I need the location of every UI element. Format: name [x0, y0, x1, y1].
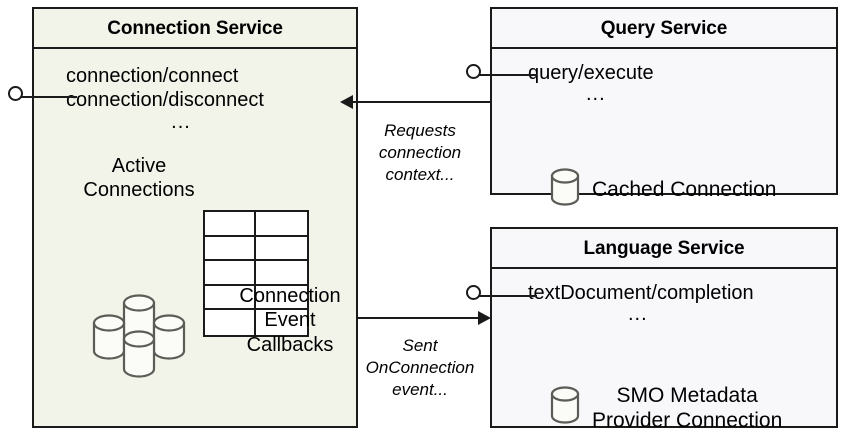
- connector-line: [356, 317, 480, 319]
- table-cell: [205, 285, 256, 311]
- lollipop-stick: [19, 96, 77, 98]
- language-service-endpoints: textDocument/completion ...: [492, 281, 836, 326]
- table-cell: [205, 310, 256, 335]
- query-service-title: Query Service: [492, 9, 836, 49]
- smo-label-line2: Provider Connection: [592, 408, 783, 432]
- note-line-2: connection: [378, 142, 462, 162]
- component-connection-service[interactable]: Connection Service connection/connect co…: [32, 7, 358, 428]
- language-service-title: Language Service: [492, 229, 836, 269]
- lollipop-ball: [8, 86, 23, 101]
- table-cell: [256, 212, 307, 237]
- lollipop-ball: [466, 285, 481, 300]
- query-service-body: query/execute ... Cached Connection: [492, 49, 836, 206]
- endpoint-textdocument-completion[interactable]: textDocument/completion: [528, 282, 754, 304]
- connection-service-endpoints-ellipsis: ...: [171, 111, 191, 133]
- database-cylinder-icon: [550, 167, 580, 214]
- arrowhead-left-icon: [340, 95, 353, 109]
- lollipop-stick: [477, 295, 537, 297]
- endpoint-connection-disconnect[interactable]: connection/disconnect: [66, 89, 264, 111]
- note-line-3: context...: [385, 164, 455, 184]
- connector-note-requests-connection-context: Requests connection context...: [357, 120, 483, 185]
- connection-service-endpoints: connection/connect connection/disconnect…: [34, 64, 356, 134]
- query-service-endpoints-ellipsis: ...: [586, 83, 606, 105]
- smo-metadata-provider-label: SMO Metadata Provider Connection: [592, 384, 782, 434]
- table-cell: [256, 285, 307, 311]
- table-grid-icon: [203, 210, 309, 337]
- table-cell: [256, 261, 307, 286]
- lollipop-ball: [466, 64, 481, 79]
- callbacks-label-line2: Event: [264, 309, 316, 332]
- active-connections-label-line1: Active: [111, 155, 167, 177]
- table-cell: [205, 236, 256, 262]
- lollipop-stick: [477, 74, 537, 76]
- endpoint-connection-connect[interactable]: connection/connect: [66, 65, 239, 87]
- callbacks-label-line1: Connection: [239, 285, 341, 307]
- language-service-body: textDocument/completion ... SMO Metadata…: [492, 269, 836, 432]
- connection-service-body: connection/connect connection/disconnect…: [34, 49, 356, 426]
- component-query-service[interactable]: Query Service query/execute ... Cached C…: [490, 7, 838, 206]
- table-cell: [256, 236, 307, 262]
- active-connections-label-line2: Connections: [83, 179, 195, 202]
- connection-event-callbacks-label: Connection Event Callbacks: [210, 284, 370, 357]
- note-line-2: OnConnection: [365, 357, 475, 377]
- query-service-endpoints: query/execute ...: [492, 61, 836, 106]
- connector-note-sent-onconnection-event: Sent OnConnection event...: [357, 335, 483, 400]
- smo-label-line1: SMO Metadata: [616, 384, 758, 407]
- note-line-1: Requests: [384, 121, 456, 140]
- connector-line: [350, 101, 492, 103]
- connection-service-title: Connection Service: [34, 9, 356, 49]
- endpoint-query-execute[interactable]: query/execute: [528, 62, 654, 84]
- language-service-endpoints-ellipsis: ...: [628, 303, 648, 325]
- connector-sent-onconnection-event: [356, 311, 492, 325]
- cached-connection-label: Cached Connection: [592, 178, 777, 201]
- cached-connection-artifact: Cached Connection: [550, 167, 776, 214]
- note-line-1: Sent: [402, 336, 438, 355]
- note-line-3: event...: [392, 379, 448, 399]
- smo-metadata-provider-artifact: SMO Metadata Provider Connection: [550, 384, 782, 434]
- callbacks-label-line3: Callbacks: [246, 333, 334, 356]
- table-cell: [256, 310, 307, 335]
- table-cell: [205, 261, 256, 286]
- arrowhead-right-icon: [478, 311, 491, 325]
- database-cluster-icon: [86, 292, 198, 386]
- database-cylinder-icon: [550, 385, 580, 432]
- table-cell: [205, 212, 256, 237]
- component-language-service[interactable]: Language Service textDocument/completion…: [490, 227, 838, 432]
- active-connections-label: Active Connections: [56, 154, 222, 203]
- connector-requests-connection-context: [340, 95, 492, 109]
